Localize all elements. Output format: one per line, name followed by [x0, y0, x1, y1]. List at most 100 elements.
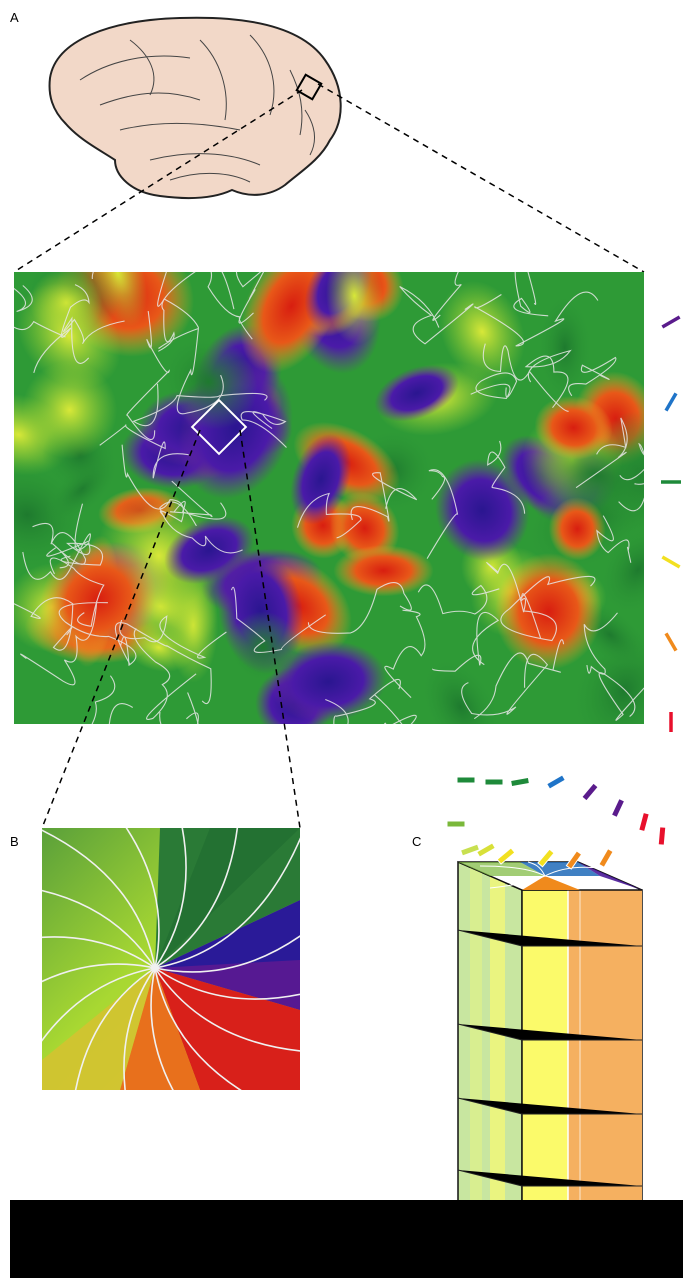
iso-orientation-contour	[58, 602, 137, 667]
iso-orientation-contour	[133, 628, 197, 720]
column-orientation-tick	[638, 811, 650, 833]
iso-orientation-contour	[22, 533, 91, 580]
column-orientation-tick	[484, 778, 504, 786]
iso-orientation-contour	[598, 672, 644, 721]
iso-orientation-contour	[154, 967, 242, 1090]
column-orientation-tick	[459, 843, 481, 857]
column-orientation-tick	[546, 774, 566, 790]
map-domain	[326, 272, 383, 345]
iso-orientation-contour	[432, 272, 462, 321]
map-domain	[333, 545, 434, 597]
iso-orientation-contour	[42, 967, 156, 1042]
map-domain	[22, 361, 118, 459]
iso-orientation-contour	[350, 472, 418, 522]
iso-orientation-contour	[158, 327, 224, 415]
iso-orientation-contour	[154, 837, 300, 969]
pinwheel-detail	[42, 828, 300, 1090]
iso-orientation-contour	[374, 694, 417, 724]
panel-c-label: C	[412, 834, 421, 849]
zoom-lines-b	[41, 429, 301, 829]
map-domain	[227, 611, 299, 684]
iso-orientation-contour	[91, 272, 94, 279]
legend-orientation-bar	[661, 555, 681, 569]
iso-orientation-contour	[114, 622, 212, 705]
iso-orientation-contour	[618, 442, 644, 512]
iso-orientation-contour	[42, 963, 156, 983]
map-domain	[374, 364, 459, 422]
iso-orientation-contour	[14, 320, 66, 338]
iso-orientation-contour	[132, 383, 268, 427]
iso-orientation-contour	[568, 356, 617, 397]
iso-orientation-contour	[487, 440, 526, 514]
column-orientation-tick	[510, 776, 530, 788]
iso-orientation-contour	[42, 936, 156, 969]
iso-orientation-contour	[14, 285, 33, 313]
zoom-lines-a	[13, 83, 645, 273]
map-domain	[534, 395, 613, 460]
iso-orientation-contour	[513, 272, 549, 317]
iso-orientation-contour	[99, 424, 189, 479]
iso-orientation-contour	[49, 557, 105, 627]
iso-orientation-contour	[619, 468, 644, 481]
iso-orientation-contour	[74, 967, 156, 1090]
map-domain	[569, 626, 644, 724]
iso-orientation-contour	[20, 600, 98, 686]
iso-orientation-contour	[399, 286, 474, 345]
iso-orientation-contour	[150, 967, 174, 1090]
iso-orientation-contour	[470, 372, 518, 399]
iso-orientation-contour	[157, 272, 200, 329]
iso-orientation-contour	[482, 343, 569, 412]
iso-orientation-contour	[207, 272, 253, 340]
iso-orientation-contour	[121, 444, 185, 523]
iso-orientation-contour	[154, 967, 300, 1052]
cortical-column	[446, 774, 667, 1270]
map-domain	[494, 553, 603, 670]
map-domain	[269, 641, 387, 723]
iso-orientation-contour	[240, 411, 287, 448]
iso-orientation-contour	[14, 597, 74, 651]
legend-orientation-bar	[664, 632, 678, 652]
iso-orientation-contour	[158, 272, 235, 352]
iso-orientation-contour	[307, 582, 412, 634]
column-orientation-tick	[496, 847, 516, 865]
column-orientation-tick	[565, 850, 583, 870]
iso-orientation-contour	[325, 678, 401, 724]
brain-illustration	[48, 16, 342, 199]
map-domain	[439, 280, 525, 383]
iso-orientation-contour	[159, 501, 243, 554]
iso-orientation-contour	[119, 615, 227, 659]
iso-orientation-contour	[296, 492, 362, 539]
pinwheel-marker	[190, 398, 248, 456]
iso-orientation-contour	[417, 584, 500, 615]
bottom-bar	[10, 1200, 683, 1278]
iso-orientation-contour	[461, 653, 549, 716]
iso-orientation-contour	[154, 828, 187, 969]
column-orientation-tick	[456, 776, 476, 784]
iso-orientation-contour	[169, 480, 227, 520]
iso-orientation-contour	[426, 469, 459, 559]
map-domain	[435, 459, 530, 562]
iso-orientation-contour	[500, 575, 596, 642]
iso-orientation-contour	[236, 272, 265, 324]
iso-orientation-contour	[384, 609, 426, 698]
column-orientation-tick	[581, 782, 599, 802]
iso-orientation-contour	[123, 967, 156, 1090]
map-domain	[16, 283, 122, 389]
map-domain	[88, 272, 148, 327]
map-domain	[159, 334, 258, 430]
iso-orientation-contour	[91, 675, 133, 724]
iso-orientation-contour	[596, 515, 632, 563]
region-marker	[295, 73, 323, 101]
column-orientation-tick	[446, 820, 466, 828]
iso-orientation-contour	[154, 967, 300, 1000]
iso-orientation-contour	[42, 829, 156, 969]
iso-orientation-contour	[125, 828, 160, 969]
iso-orientation-contour	[154, 828, 239, 969]
map-domain	[164, 516, 255, 585]
legend-orientation-bar	[664, 392, 678, 412]
panel-b-label: B	[10, 834, 19, 849]
column-orientation-tick	[598, 848, 614, 868]
iso-orientation-contour	[524, 349, 572, 409]
orientation-legend	[661, 315, 681, 732]
